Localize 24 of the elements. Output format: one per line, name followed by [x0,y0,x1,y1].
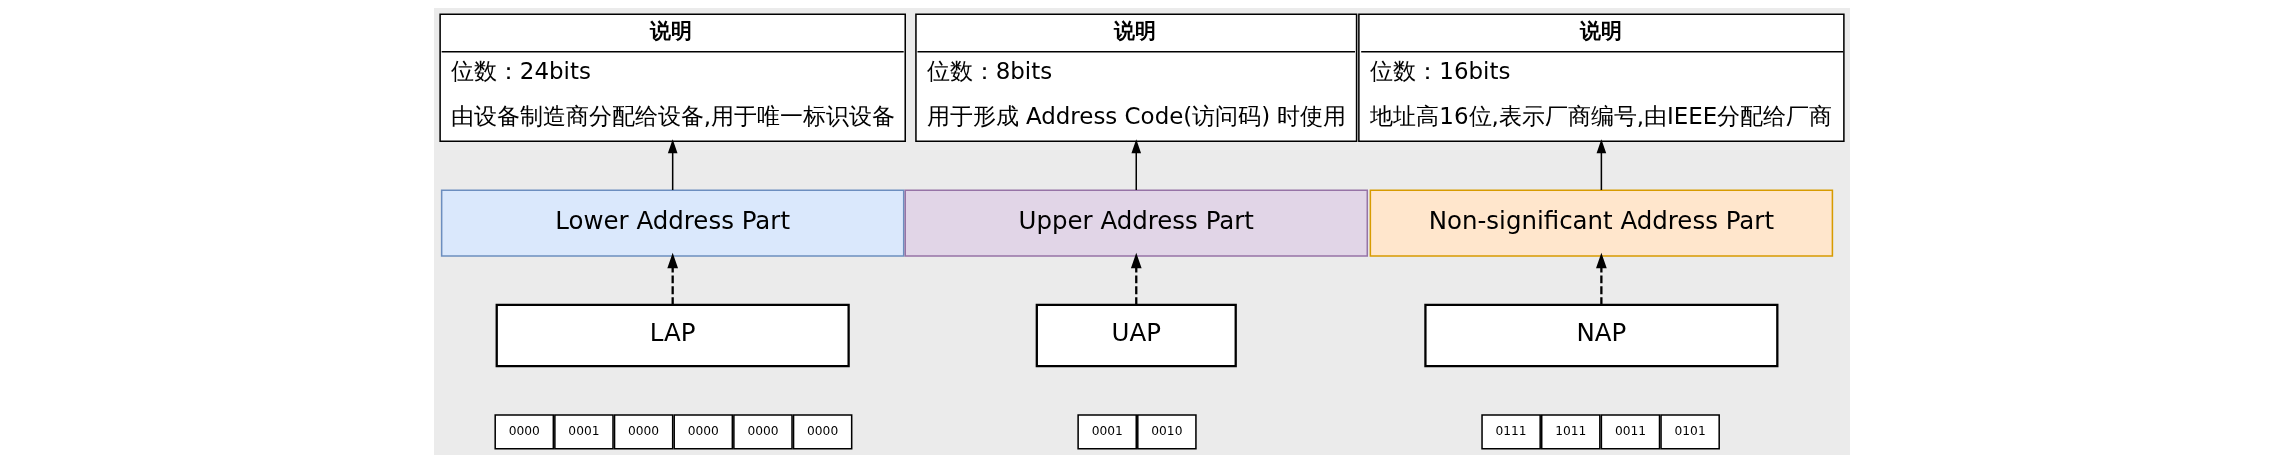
node-box: LAP [495,303,850,368]
node-box: Upper Address Part [903,189,1368,257]
arrow [1130,252,1142,305]
node-box: 0000 [792,414,852,450]
node-box: Non-significant Address Part [1369,189,1833,257]
arrow [667,139,677,191]
arrow [666,252,678,305]
node-box: 0001 [1076,414,1137,450]
arrow [1595,252,1607,305]
arrow [1596,139,1606,191]
node-box: 0101 [1659,414,1720,450]
node-box: 0111 [1480,414,1541,450]
node-box: 0000 [672,414,733,450]
node-box: 1011 [1540,414,1601,450]
node-box: 0010 [1136,414,1197,450]
arrow [1130,139,1141,191]
node-box: 0000 [493,414,554,450]
node-box: 0000 [613,414,673,450]
node-box: Lower Address Part [440,189,904,257]
node-box: NAP [1423,303,1778,368]
node-box: UAP [1035,303,1237,368]
node-box: 0001 [553,414,614,450]
node-box: 0011 [1600,414,1660,450]
node-box: 0000 [732,414,793,450]
